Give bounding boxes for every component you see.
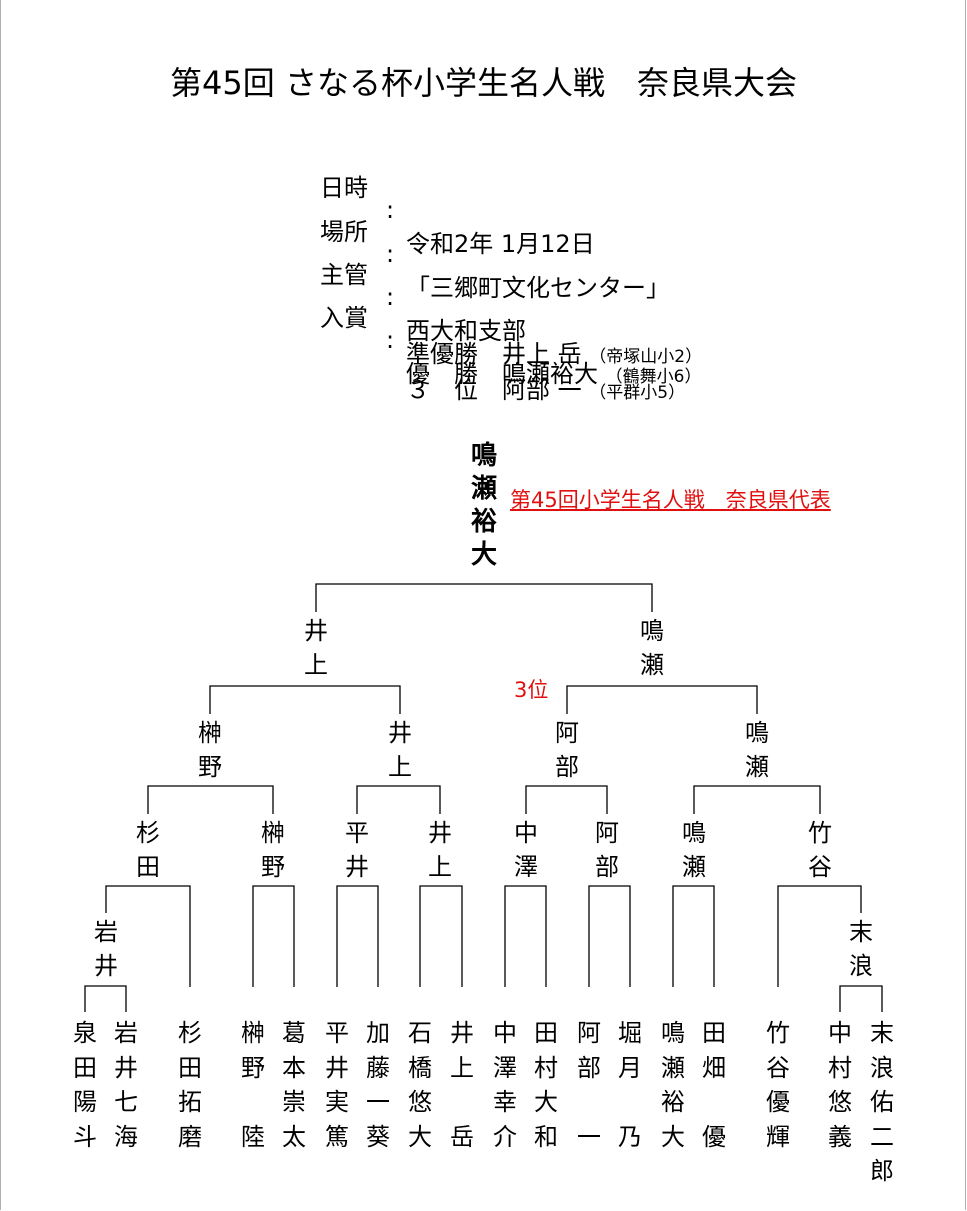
final-player-1: 井上 xyxy=(304,617,328,679)
quarterfinal-player-7: 鳴瀬 xyxy=(682,819,706,881)
player-name: 田畑 優 xyxy=(702,1019,726,1151)
award-school: （鶴舞小6） xyxy=(605,367,702,387)
date-value: 令和2年 1月12日 xyxy=(406,230,595,258)
representative-note: 第45回小学生名人戦 奈良県代表 xyxy=(510,488,831,512)
venue-value: 「三郷町文化センター」 xyxy=(406,274,670,302)
player-name: 中村悠義 xyxy=(828,1019,852,1151)
date-label: 日時 xyxy=(320,174,368,202)
award-school: （平群小5） xyxy=(589,383,686,403)
venue-row: 場所 : 「三郷町文化センター」 xyxy=(320,184,670,302)
round1-winner-1: 岩井 xyxy=(94,918,118,980)
quarterfinal-player-6: 阿部 xyxy=(595,819,619,881)
quarterfinal-player-1: 杉田 xyxy=(136,819,160,881)
quarterfinal-player-3: 平井 xyxy=(345,819,369,881)
award-name: 鳴瀬裕大 xyxy=(502,360,598,388)
quarterfinal-player-5: 中澤 xyxy=(514,819,538,881)
quarterfinal-player-4: 井上 xyxy=(428,819,452,881)
award-name: 井上 岳 xyxy=(502,340,582,368)
award-school: （帝塚山小2） xyxy=(589,347,703,367)
player-name: 末浪佑二郎 xyxy=(870,1019,894,1185)
award-row-3: ３ 位 阿部 一 （平群小5） xyxy=(320,342,685,404)
player-name: 中澤幸介 xyxy=(493,1019,517,1151)
player-name: 葛本崇太 xyxy=(282,1019,306,1151)
player-name: 石橋悠大 xyxy=(408,1019,432,1151)
award-label: 入賞 xyxy=(320,304,368,332)
award-rank: ３ 位 xyxy=(406,376,478,404)
award-rank: 準優勝 xyxy=(406,340,478,368)
player-name: 岩井七海 xyxy=(114,1019,138,1151)
host-label: 主管 xyxy=(320,261,368,289)
round1-winner-2: 末浪 xyxy=(849,918,873,980)
colon: : xyxy=(386,196,395,224)
venue-label: 場所 xyxy=(320,218,368,246)
player-name: 鳴瀬裕大 xyxy=(661,1019,685,1151)
third-place-note: 3位 xyxy=(514,678,549,702)
player-name: 井上 岳 xyxy=(450,1019,474,1151)
date-row: 日時 : 令和2年 1月12日 xyxy=(320,140,595,258)
player-name: 泉田陽斗 xyxy=(73,1019,97,1151)
host-value: 西大和支部 xyxy=(406,317,526,345)
semifinal-player-4: 鳴瀬 xyxy=(745,719,769,781)
colon: : xyxy=(386,283,395,311)
award-3: ３ 位 阿部 一 （平群小5） xyxy=(406,370,685,405)
champion-name: 鳴瀬裕大 xyxy=(470,441,497,570)
award-row-2: 準優勝 井上 岳 （帝塚山小2） xyxy=(320,306,702,368)
player-name: 平井実篤 xyxy=(325,1019,349,1151)
player-name: 榊野 陸 xyxy=(241,1019,265,1151)
semifinal-player-3: 阿部 xyxy=(555,719,579,781)
player-name: 加藤一葵 xyxy=(366,1019,390,1151)
award-rank: 優 勝 xyxy=(406,360,478,388)
host-row: 主管 : 西大和支部 xyxy=(320,227,526,345)
semifinal-player-1: 榊野 xyxy=(198,719,222,781)
colon: : xyxy=(386,240,395,268)
player-name: 田村大和 xyxy=(534,1019,558,1151)
semifinal-player-2: 井上 xyxy=(388,719,412,781)
quarterfinal-player-8: 竹谷 xyxy=(808,819,832,881)
award-2: 準優勝 井上 岳 （帝塚山小2） xyxy=(406,334,702,369)
award-row: 入賞 : 優 勝 鳴瀬裕大 （鶴舞小6） xyxy=(320,270,701,388)
player-name: 堀月 乃 xyxy=(618,1019,642,1151)
quarterfinal-player-2: 榊野 xyxy=(261,819,285,881)
player-name: 竹谷優輝 xyxy=(766,1019,790,1151)
award-1: 優 勝 鳴瀬裕大 （鶴舞小6） xyxy=(406,354,701,389)
player-name: 阿部 一 xyxy=(577,1019,601,1151)
award-name: 阿部 一 xyxy=(502,376,582,404)
page-title: 第45回 さなる杯小学生名人戦 奈良県大会 xyxy=(170,64,797,102)
colon: : xyxy=(386,326,395,354)
final-player-2: 鳴瀬 xyxy=(640,617,664,679)
player-name: 杉田拓磨 xyxy=(178,1019,202,1151)
